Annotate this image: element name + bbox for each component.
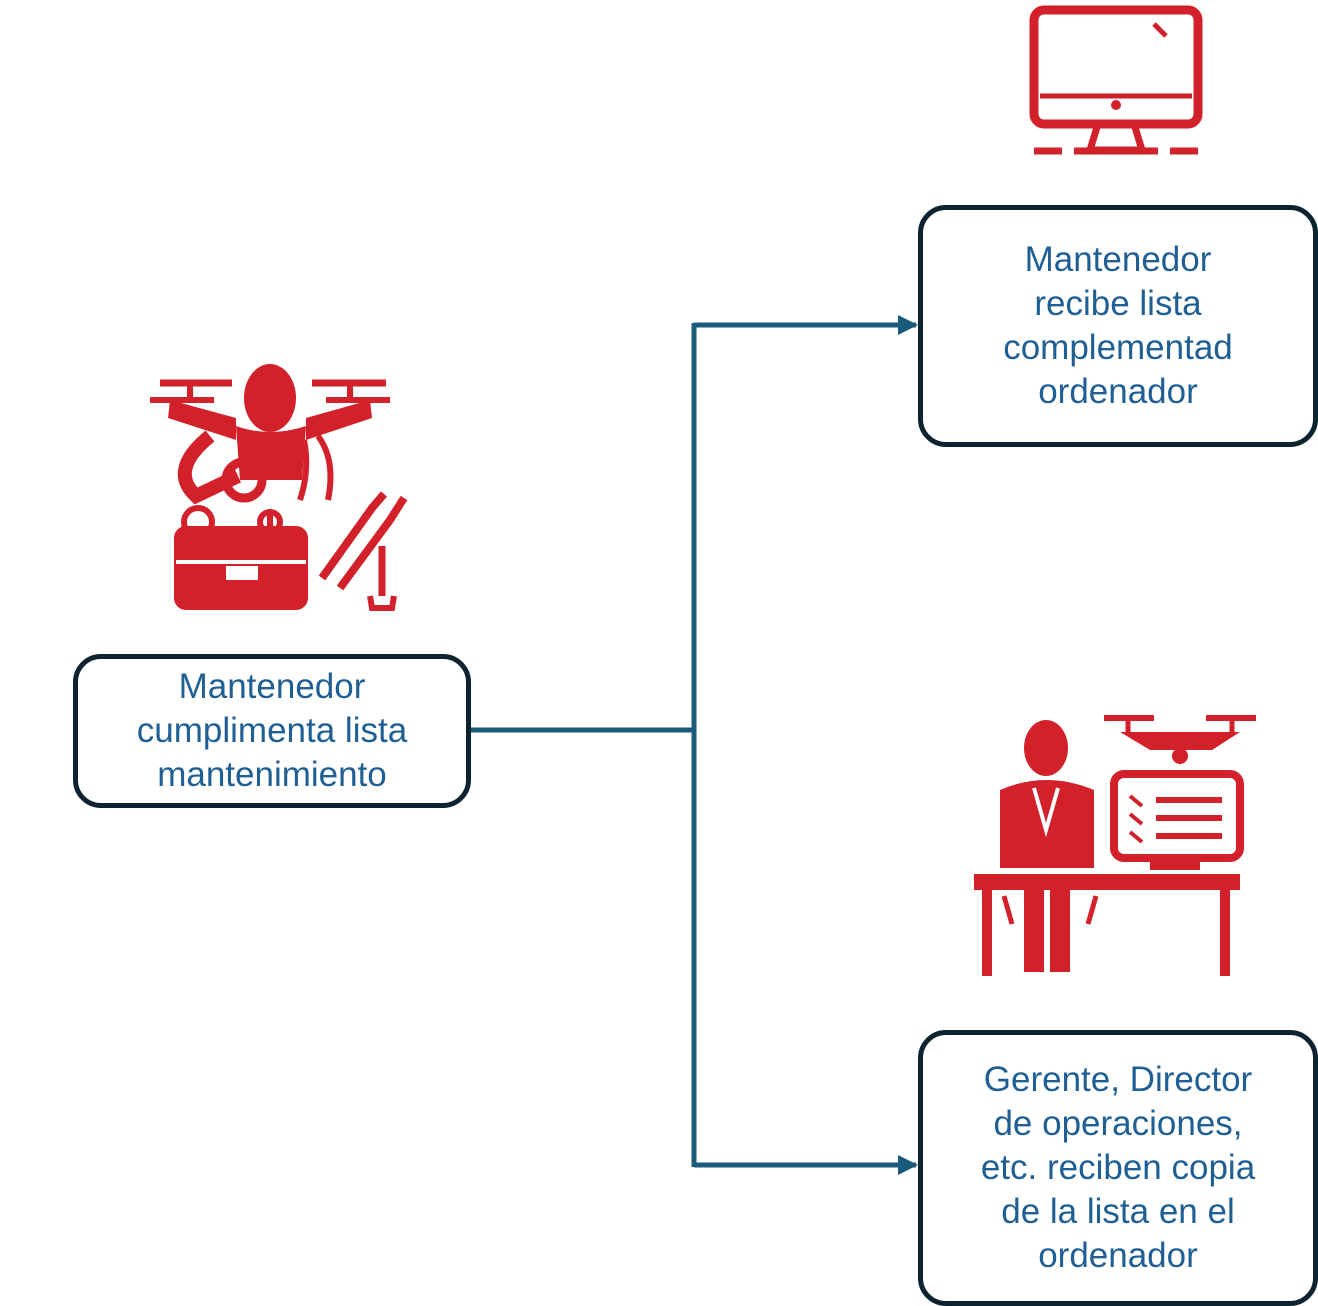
manager-desk-icon bbox=[974, 715, 1256, 976]
node-maintainer-receives-list: Mantenedor recibe lista complementad ord… bbox=[918, 205, 1318, 447]
node-source-label: Mantenedor cumplimenta lista mantenimien… bbox=[136, 667, 408, 794]
node-maintainer-fills-list: Mantenedor cumplimenta lista mantenimien… bbox=[73, 654, 471, 808]
drone-technician-icon bbox=[150, 364, 408, 611]
node-managers-receive-copy: Gerente, Director de operaciones, etc. r… bbox=[918, 1030, 1318, 1306]
node-manager-label: Gerente, Director de operaciones, etc. r… bbox=[980, 1060, 1256, 1275]
connectors bbox=[470, 315, 918, 1175]
computer-monitor-icon bbox=[1029, 5, 1203, 155]
node-computer-label: Mantenedor recibe lista complementad ord… bbox=[1003, 240, 1233, 411]
